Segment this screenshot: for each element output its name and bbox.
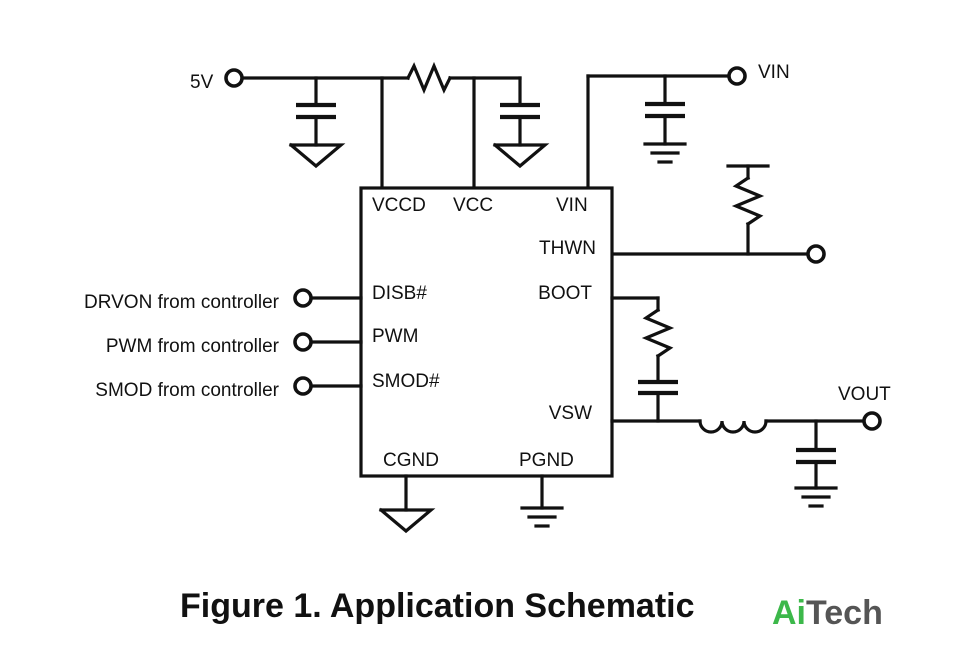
vout-label: VOUT [838,384,891,405]
vin-top-label: VIN [758,62,790,83]
five-v-decoupling-cap [288,76,346,169]
ground-icon [794,486,838,508]
aitech-logo: AiTech [772,594,883,632]
thwn-pullup-resistor [731,175,765,227]
pwm-terminal [293,332,313,352]
pin-pgnd: PGND [519,450,574,471]
smod-input: SMOD from controller [95,376,363,401]
ground-icon [520,506,564,528]
pin-boot: BOOT [538,283,592,304]
drvon-label: DRVON from controller [84,292,280,313]
logo-part2: Tech [806,594,883,632]
pwm-label: PWM from controller [106,336,280,357]
pin-vccd: VCCD [372,195,426,216]
smod-terminal [293,376,313,396]
pin-pwm: PWM [372,326,418,347]
vin-rail [586,74,730,190]
pwm-input: PWM from controller [106,332,363,357]
driver-ic [359,186,614,478]
figure-caption: Figure 1. Application Schematic [180,587,695,625]
five-v-label: 5V [190,72,214,93]
drvon-terminal [293,288,313,308]
pin-thwn: THWN [539,238,596,259]
cgnd-ground [378,474,436,534]
pin-vsw: VSW [549,403,592,424]
vin-bypass-cap [643,74,687,164]
vcc-decoupling-cap [492,76,550,169]
drvon-input: DRVON from controller [84,288,363,313]
boot-resistor [641,307,675,359]
smod-label: SMOD from controller [95,380,279,401]
pin-vin: VIN [556,195,588,216]
pin-disb: DISB# [372,283,427,304]
vin-terminal [727,66,747,86]
output-inductor [698,419,768,434]
logo-part1: Ai [772,594,806,632]
boot-network [610,296,678,423]
ground-icon [492,142,550,169]
pgnd-ground [520,474,564,528]
thwn-terminal [806,244,826,264]
ground-icon [378,507,436,534]
pin-smod: SMOD# [372,371,440,392]
thwn-network [610,164,809,256]
pin-vcc: VCC [453,195,493,216]
pin-cgnd: CGND [383,450,439,471]
rail-resistor [405,61,453,95]
ground-icon [288,142,346,169]
vout-terminal [862,411,882,431]
output-stage [610,419,865,508]
five-v-terminal [224,68,244,88]
ground-icon [643,142,687,164]
